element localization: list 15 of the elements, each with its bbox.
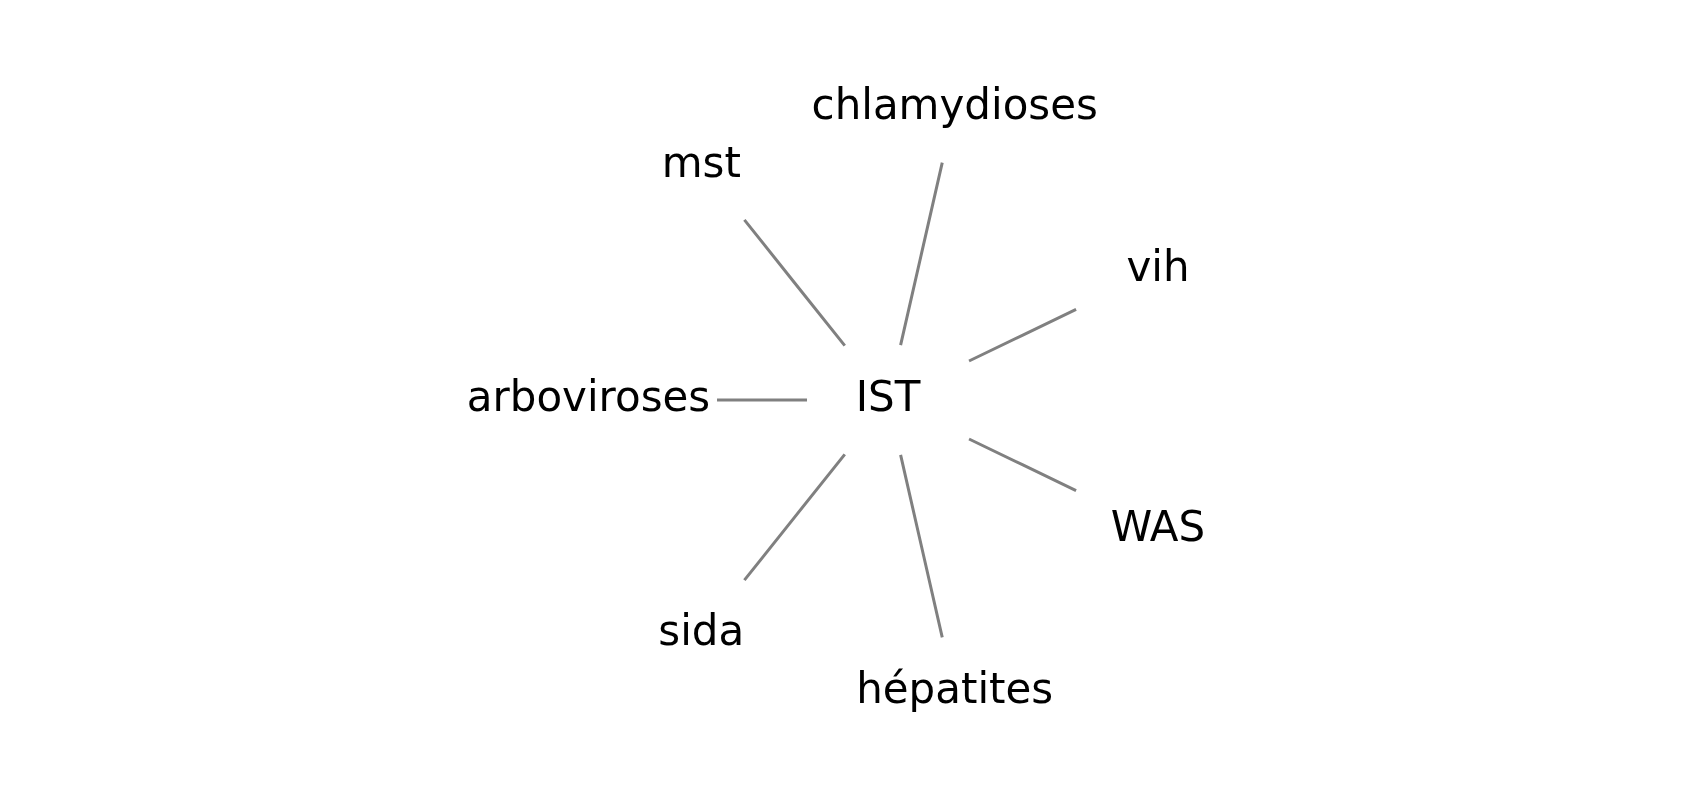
connector <box>968 437 1077 492</box>
node-text: arboviroses <box>466 372 711 422</box>
connector <box>743 453 846 582</box>
node-text: WAS <box>1110 502 1206 552</box>
connector <box>743 218 846 347</box>
connector <box>899 162 944 346</box>
connector <box>968 308 1077 363</box>
node-text: IST <box>855 372 921 422</box>
node-text: sida <box>658 606 745 656</box>
connector <box>899 454 944 638</box>
node-text: hépatites <box>856 664 1054 714</box>
node-text: chlamydioses <box>811 80 1098 130</box>
node-text: vih <box>1126 242 1190 292</box>
node-text: mst <box>661 137 741 187</box>
connector <box>717 398 807 402</box>
